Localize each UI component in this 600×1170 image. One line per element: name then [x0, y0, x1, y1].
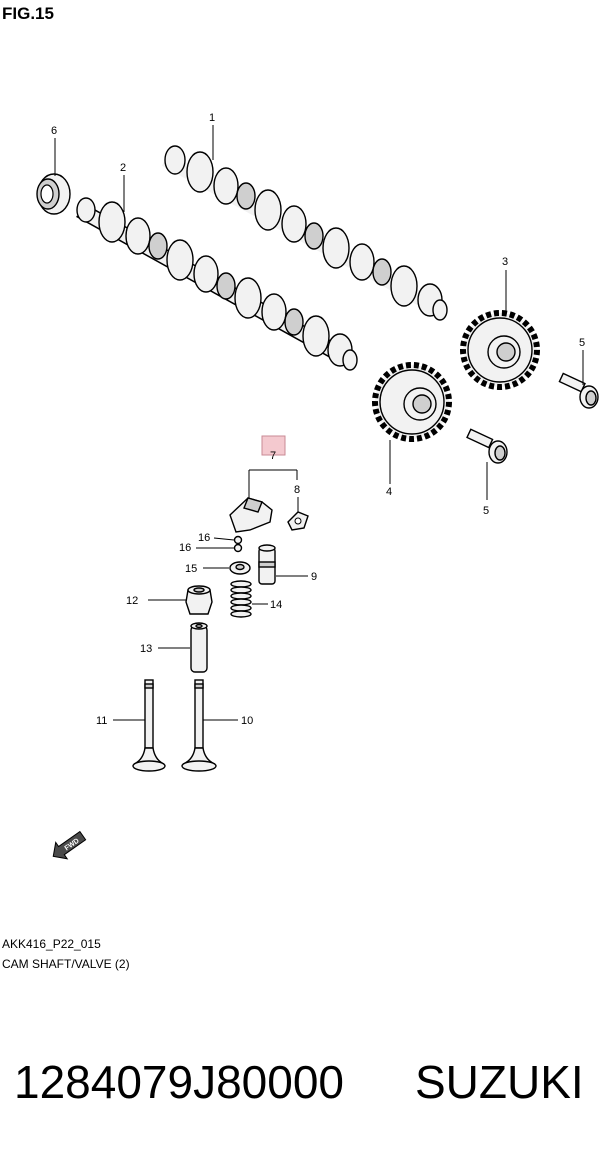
rocker-clip[interactable]	[287, 511, 309, 531]
spring-retainer[interactable]	[229, 561, 251, 575]
leader-line	[248, 469, 298, 500]
callout-4: 4	[386, 486, 392, 498]
callout-7: 7	[270, 450, 276, 462]
callout-8: 8	[294, 484, 300, 496]
figure-title: FIG.15	[2, 4, 54, 23]
callout-15: 15	[185, 563, 197, 575]
camshaft-upper[interactable]	[161, 145, 448, 321]
callout-3: 3	[502, 256, 508, 268]
highlight-box-7	[261, 435, 286, 456]
callout-2: 2	[120, 162, 126, 174]
callout-11: 11	[96, 715, 107, 727]
callout-16-upper: 16	[198, 532, 210, 544]
callout-6: 6	[51, 125, 57, 137]
gear-bolt-lower[interactable]	[466, 428, 508, 464]
callout-14: 14	[270, 599, 282, 611]
callout-9: 9	[311, 571, 317, 583]
valve-guide[interactable]	[190, 622, 208, 673]
lash-adjuster[interactable]	[258, 544, 276, 585]
gear-bolt-right[interactable]	[558, 372, 599, 409]
valve-stem-seal[interactable]	[185, 585, 213, 615]
callout-10: 10	[241, 715, 253, 727]
part-number: 1284079J80000	[14, 1056, 344, 1108]
callout-16-lower: 16	[179, 542, 191, 554]
callout-12: 12	[126, 595, 138, 607]
cam-gear-lower[interactable]	[372, 362, 452, 442]
callout-1: 1	[209, 112, 215, 124]
camshaft-lower[interactable]	[76, 197, 358, 371]
exploded-parts-diagram: 1 2 6 3	[36, 112, 599, 860]
cam-gear-upper[interactable]	[460, 310, 540, 390]
fwd-label: FWD	[64, 838, 81, 853]
fwd-arrow-icon: FWD	[52, 830, 87, 860]
leader-line	[213, 537, 235, 541]
callout-5-lower: 5	[483, 505, 489, 517]
valve-spring[interactable]	[230, 580, 252, 618]
diagram-caption: CAM SHAFT/VALVE (2)	[2, 957, 130, 971]
oil-seal[interactable]	[36, 173, 71, 215]
intake-valve[interactable]	[181, 679, 217, 772]
valve-keeper[interactable]	[233, 535, 243, 553]
diagram-code: AKK416_P22_015	[2, 937, 101, 951]
callout-13: 13	[140, 643, 152, 655]
callout-5-right: 5	[579, 337, 585, 349]
brand-name: SUZUKI	[415, 1056, 584, 1108]
exhaust-valve[interactable]	[132, 679, 166, 772]
rocker-arm[interactable]	[229, 497, 273, 533]
